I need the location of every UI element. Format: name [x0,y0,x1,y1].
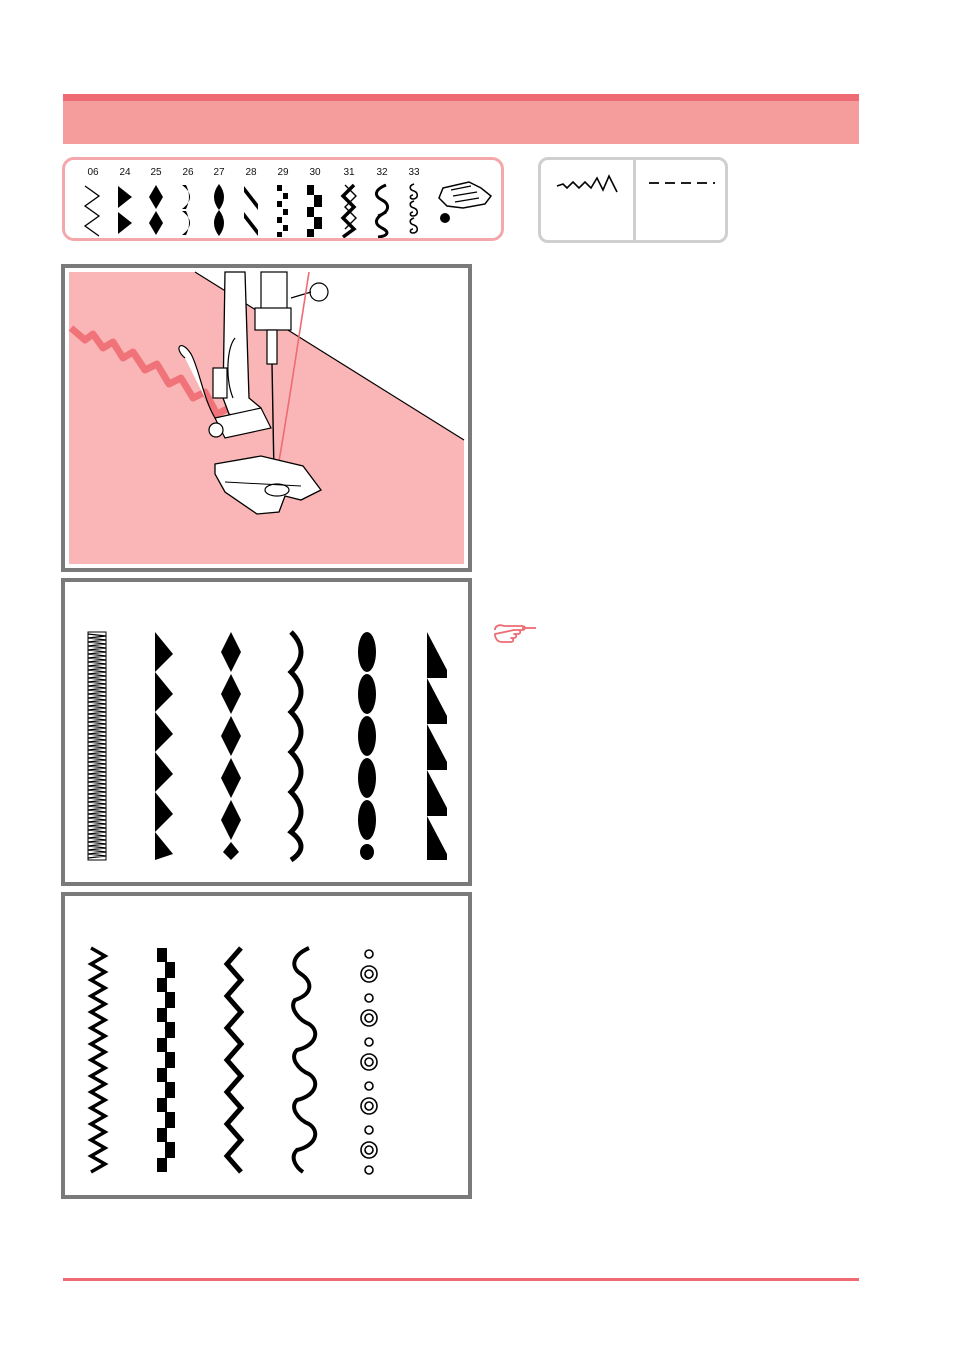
pattern-06-icon[interactable] [81,182,105,238]
pattern-30-icon[interactable] [303,182,327,238]
stitch-sample-27 [358,632,376,860]
pointing-hand-icon [492,620,538,648]
presser-foot-icon [433,178,495,226]
stitch-samples-decorative-1 [65,582,468,882]
pattern-number-06: 06 [81,167,105,178]
pattern-number-30: 30 [303,167,327,178]
zigzag-stitch-icon [555,172,621,196]
pattern-25-icon[interactable] [144,182,168,238]
pattern-number-24: 24 [113,167,137,178]
pattern-number-28: 28 [239,167,263,178]
machine-settings-panel [538,157,728,243]
pattern-27-icon[interactable] [207,182,231,238]
stitch-samples-decorative-2 [65,896,468,1195]
pattern-number-33: 33 [402,167,426,178]
pattern-31-icon[interactable] [337,182,361,238]
stitch-sample-sheet-1 [61,578,472,886]
presser-foot-on-fabric-svg [65,268,468,568]
stitch-sample-24 [155,632,173,860]
pattern-29-icon[interactable] [271,182,295,238]
header-accent-line [63,94,859,101]
pattern-number-31: 31 [337,167,361,178]
stitch-sample-25 [221,632,241,860]
pattern-number-32: 32 [370,167,394,178]
pattern-24-icon[interactable] [113,182,137,238]
pattern-selector-panel: 06 24 25 26 27 28 29 30 31 32 33 [62,157,504,241]
header-band [63,94,859,144]
footer-accent-line [63,1278,859,1281]
stitch-sample-29 [91,948,105,1172]
dashed-stitch-icon [647,178,717,188]
stitch-sample-sheet-2 [61,892,472,1199]
pattern-number-29: 29 [271,167,295,178]
pattern-number-27: 27 [207,167,231,178]
stitch-sample-30 [157,948,175,1172]
stitch-sample-32 [293,948,315,1172]
settings-divider [633,160,636,240]
pattern-33-icon[interactable] [402,182,426,238]
stitch-sample-06 [88,632,106,860]
pattern-26-icon[interactable] [176,182,200,238]
pattern-number-26: 26 [176,167,200,178]
pattern-32-icon[interactable] [370,182,394,238]
pattern-28-icon[interactable] [239,182,263,238]
pattern-number-25: 25 [144,167,168,178]
sewing-illustration [61,264,472,572]
stitch-sample-31 [227,948,241,1172]
stitch-sample-28 [427,632,447,860]
stitch-sample-33 [361,950,377,1174]
stitch-sample-26 [291,632,301,860]
